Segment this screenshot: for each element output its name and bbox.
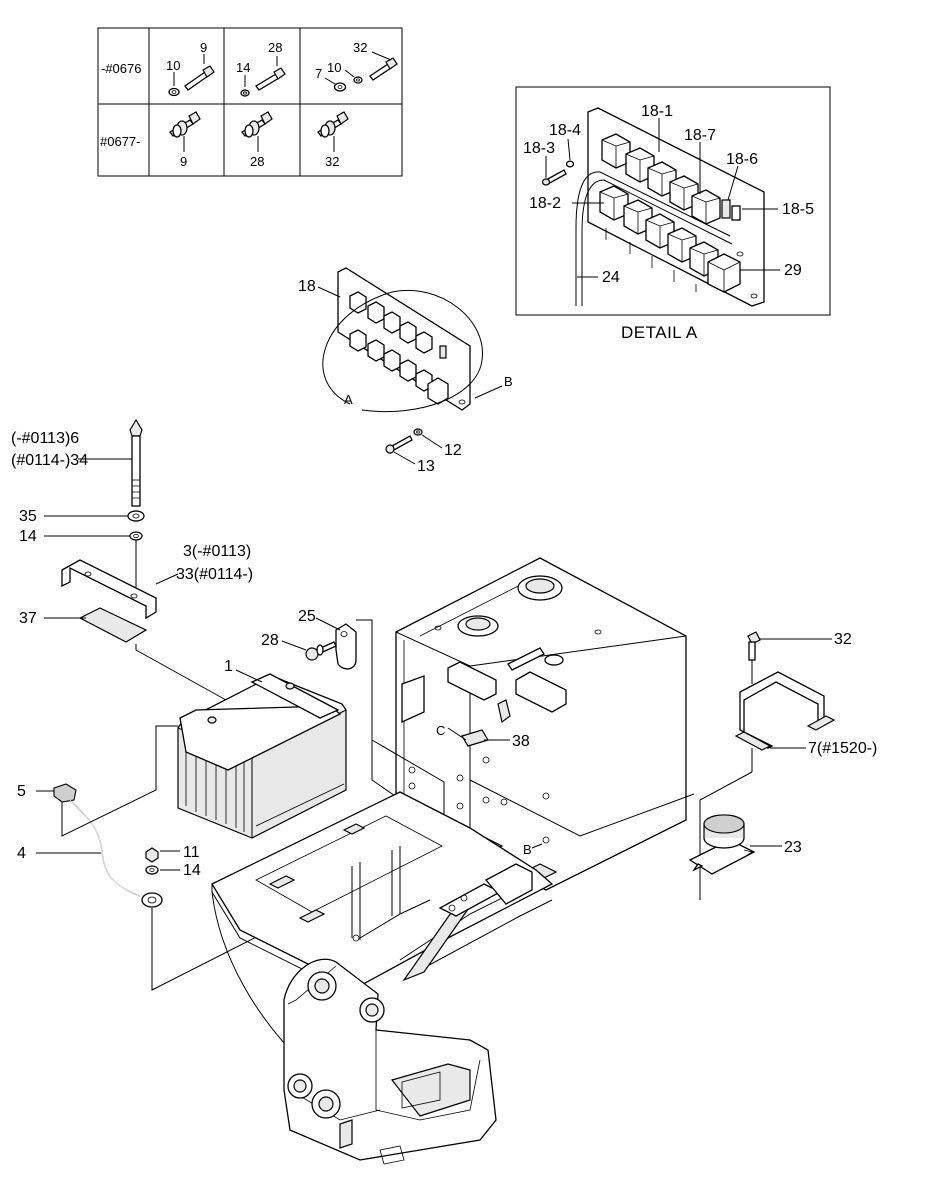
part-number-label: 9	[200, 40, 207, 55]
nut-icon	[145, 847, 159, 863]
detail-a-panel: 18-1 18-4 18-7 18-3 18-6 18-2 18-5 24 29	[515, 86, 831, 316]
callout-label: 13	[417, 458, 435, 475]
part-number-label: 18-1	[641, 103, 673, 120]
detail-reference-label: A	[344, 392, 353, 407]
callout-label: 28	[261, 632, 279, 649]
bolt-icon	[129, 418, 143, 507]
washer-icon	[129, 531, 143, 541]
part-number-label: 18-3	[523, 140, 555, 157]
part-number-label: 24	[602, 269, 620, 286]
battery-pad: 37	[19, 607, 148, 643]
bolt-icon	[305, 641, 337, 661]
detail-title: DETAIL A	[621, 323, 698, 342]
part-number-label: 18-4	[549, 122, 581, 139]
part-number-label: 32	[353, 40, 367, 55]
bolt-icon	[317, 111, 349, 138]
part-number-label: 9	[180, 154, 187, 169]
washer-icon	[145, 865, 159, 875]
washer-icon	[353, 76, 363, 84]
callout-label: 11	[183, 844, 200, 861]
washer-icon	[565, 160, 575, 168]
relay-board-assembly: 18 A B	[298, 267, 513, 413]
battery-icon: 1	[177, 658, 347, 839]
callout-label: 23	[784, 839, 802, 856]
callout-label: 7(#1520-)	[808, 740, 877, 757]
connection-point-label: C	[436, 723, 445, 738]
callout-label: 35	[19, 508, 37, 525]
relay-switch-icon	[688, 814, 756, 875]
washer-icon	[333, 82, 347, 92]
part-number-label: 14	[236, 60, 250, 75]
relay-icon	[647, 161, 677, 197]
callout-label: 38	[512, 733, 530, 750]
callout-label: (-#0113)6	[11, 430, 79, 447]
bolt-icon	[385, 435, 413, 454]
bolt-icon	[184, 65, 215, 91]
part-number-label: 18-6	[726, 151, 758, 168]
washer-icon	[168, 87, 180, 97]
bolt-icon	[369, 57, 398, 81]
upper-frame	[211, 791, 554, 1165]
part-number-label: 10	[327, 60, 341, 75]
relay-icon	[349, 291, 449, 405]
bracket-icon	[734, 671, 836, 751]
callout-label: 18	[298, 278, 316, 295]
serial-range-label: #0677-	[100, 134, 140, 149]
callout-label: 37	[19, 610, 37, 627]
bolt-icon	[541, 169, 567, 186]
callout-label: 32	[834, 631, 852, 648]
part-number-label: 10	[166, 58, 180, 73]
part-number-label: 32	[325, 154, 339, 169]
callout-label: 14	[19, 528, 37, 545]
connection-point-label: B	[523, 842, 532, 857]
callout-label: 3(-#0113)	[183, 543, 251, 560]
cable-icon	[53, 783, 163, 908]
serial-range-label: -#0676	[101, 61, 141, 76]
callout-label: (#0114-)34	[11, 452, 88, 469]
serial-number-table: -#0676 #0677- 10 9 14 28 7	[97, 27, 403, 177]
connection-point-label: B	[504, 374, 513, 389]
part-number-label: 29	[784, 262, 802, 279]
bolt-icon	[747, 631, 761, 661]
washer-icon	[413, 428, 423, 436]
part-number-label: 7	[315, 66, 322, 81]
callout-label: 25	[298, 608, 316, 625]
bolt-icon	[169, 111, 201, 138]
part-number-label: 18-2	[529, 195, 561, 212]
callout-label: 4	[17, 845, 26, 862]
bracket-icon: 3(-#0113) 33(#0114-)	[61, 543, 253, 620]
clamp-icon	[335, 623, 357, 670]
hold-down-bolt: (-#0113)6 (#0114-)34 35 14	[11, 418, 145, 592]
bolt-icon	[241, 111, 273, 138]
relay-icon	[625, 147, 655, 183]
callout-label: 5	[17, 783, 26, 800]
relay-icon	[707, 253, 741, 293]
part-number-label: 28	[250, 154, 264, 169]
part-number-label: 18-5	[782, 201, 814, 218]
callout-label: 1	[224, 658, 233, 675]
part-number-label: 28	[268, 40, 282, 55]
part-number-label: 18-7	[684, 127, 716, 144]
washer-icon	[127, 510, 145, 522]
callout-label: 14	[183, 862, 201, 879]
callout-label: 33(#0114-)	[176, 566, 253, 583]
washer-icon	[240, 89, 250, 97]
relay-icon	[667, 227, 697, 263]
relay-icon	[691, 189, 721, 225]
bolt-icon	[255, 67, 286, 91]
callout-label: 12	[444, 442, 462, 459]
